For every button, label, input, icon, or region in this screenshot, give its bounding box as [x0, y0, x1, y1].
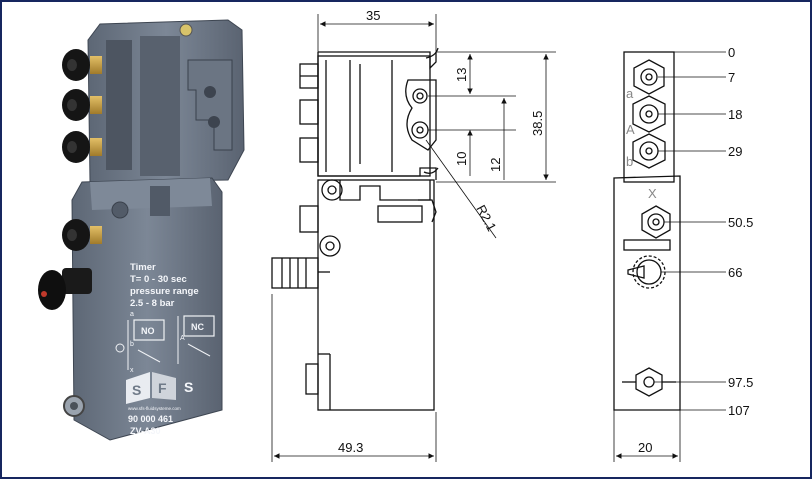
mark-7: 7	[728, 70, 735, 85]
symbol-nc: NC A	[177, 315, 215, 364]
mark-50-5: 50.5	[728, 215, 753, 230]
part-number: 90 000 461	[128, 414, 173, 424]
upper-slot-left	[106, 40, 132, 170]
mark-66: 66	[728, 265, 742, 280]
mark-107: 107	[728, 403, 750, 418]
mark-97-5: 97.5	[728, 375, 753, 390]
front-view-drawing	[613, 51, 726, 462]
clip-hole-1	[204, 86, 216, 98]
port-hex-97-5	[635, 367, 663, 397]
side-view-drawing	[271, 14, 556, 462]
dim-radius: R2.1	[473, 202, 499, 233]
dim-top-width: 35	[366, 8, 380, 23]
fitting-4	[62, 219, 102, 251]
label-line-3: pressure range	[130, 286, 199, 297]
port-hex-18	[632, 95, 666, 133]
svg-text:S: S	[132, 382, 141, 398]
mark-29: 29	[728, 144, 742, 159]
dim-38-5: 38.5	[530, 111, 545, 136]
svg-text:S: S	[184, 379, 193, 395]
port-hex-50-5	[641, 205, 671, 239]
svg-text:NO: NO	[141, 326, 155, 336]
clip-hole-upper	[412, 88, 428, 104]
front-port-a: a	[626, 86, 634, 101]
label-line-1: Timer	[130, 262, 156, 273]
valve-lower-housing	[71, 177, 223, 441]
website-text: www.sfs-fluidsysteme.com	[128, 406, 181, 411]
front-port-A: A	[626, 122, 635, 137]
svg-text:b: b	[130, 341, 134, 348]
upper-slot-right	[140, 36, 180, 176]
model-number: ZV-A30	[130, 426, 161, 436]
top-screw	[179, 23, 193, 37]
product-photo: Timer T= 0 - 30 sec pressure range 2.5 -…	[38, 19, 245, 441]
port-hex-7	[633, 59, 665, 95]
dim-12: 12	[488, 158, 503, 172]
svg-text:NC: NC	[191, 322, 204, 332]
brand-logo: S F S	[126, 372, 193, 404]
fitting-1	[62, 49, 102, 81]
mark-18: 18	[728, 107, 742, 122]
fitting-3	[62, 131, 102, 163]
mark-0: 0	[728, 45, 735, 60]
knob-front	[632, 255, 666, 289]
label-line-4: 2.5 - 8 bar	[130, 298, 175, 309]
housing-notch	[150, 186, 170, 216]
svg-text:a: a	[130, 311, 134, 318]
front-port-X: X	[648, 186, 657, 201]
dim-10: 10	[454, 152, 469, 166]
svg-text:x: x	[130, 367, 134, 374]
housing-screw	[111, 201, 129, 219]
dim-bottom-width: 49.3	[338, 440, 363, 455]
port-hex-29	[632, 133, 666, 169]
dim-13: 13	[454, 68, 469, 82]
clip-hole-2	[208, 116, 220, 128]
label-line-2: T= 0 - 30 sec	[130, 274, 187, 285]
timer-knob	[38, 268, 92, 310]
side-upper-block	[317, 51, 437, 180]
fitting-2	[62, 89, 102, 121]
svg-text:F: F	[158, 380, 167, 396]
side-lower-body	[317, 179, 435, 411]
svg-text:A: A	[180, 335, 185, 342]
clip-hole-lower	[411, 121, 429, 139]
dim-front-width: 20	[638, 440, 652, 455]
front-port-b: b	[626, 154, 633, 169]
symbol-no: NO a b x	[115, 311, 165, 374]
